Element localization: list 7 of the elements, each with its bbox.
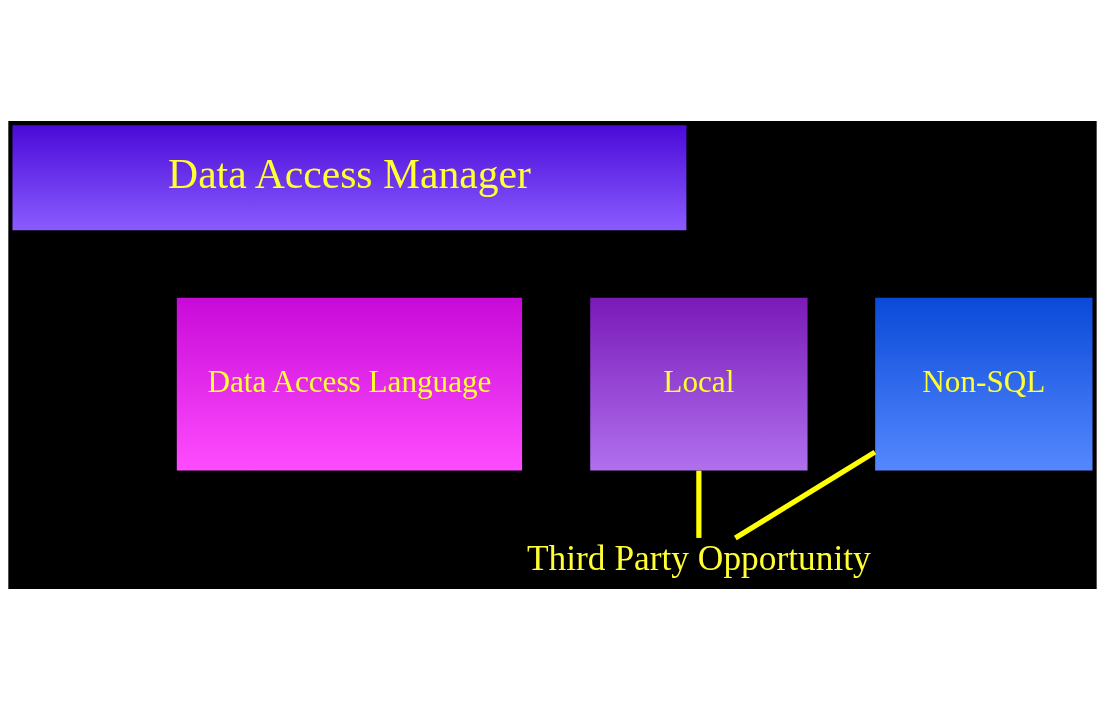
node-box: Data Access Language (176, 297, 523, 471)
node-text: Third Party Opportunity (527, 538, 871, 579)
node-box: Data Access Manager (12, 125, 687, 231)
node-box: Local (590, 297, 808, 471)
connector (696, 470, 702, 538)
node-box: Non-SQL (875, 297, 1093, 471)
connector (734, 449, 877, 541)
